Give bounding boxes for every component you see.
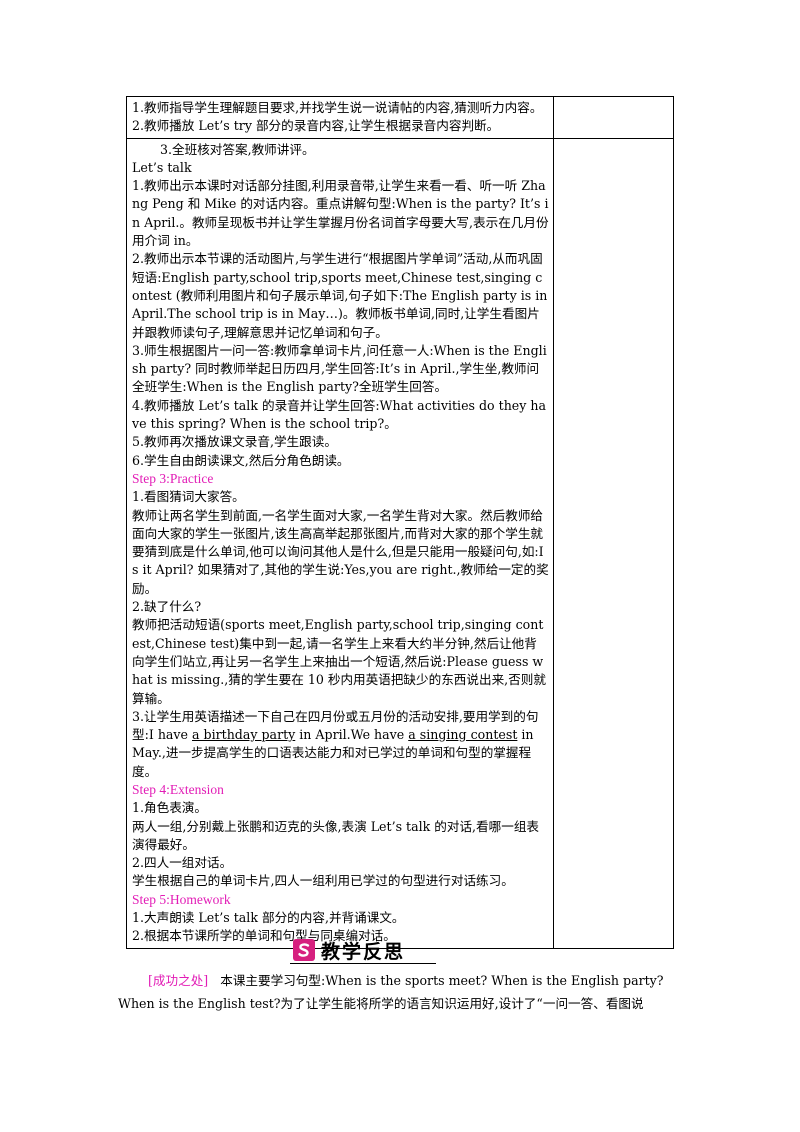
paragraph: 1.教师指导学生理解题目要求,并找学生说一说请帖的内容,猜测听力内容。	[132, 100, 543, 115]
section-label: Let’s talk	[132, 159, 192, 175]
lesson-table: 1.教师指导学生理解题目要求,并找学生说一说请帖的内容,猜测听力内容。 2.教师…	[126, 96, 674, 949]
step-heading: Step 5:Homework	[132, 891, 231, 907]
notes-cell	[553, 96, 674, 139]
paragraph: 2.缺了什么?	[132, 599, 202, 615]
reflection-heading: 教学反思	[293, 935, 405, 965]
reflection-paragraph-line: When is the English test?为了让学生能将所学的语言知识运…	[118, 995, 684, 1013]
paragraph: 两人一组,分别戴上张鹏和迈克的头像,表演 Let’s talk 的对话,看哪一组…	[132, 818, 540, 852]
reflection-paragraph-line: [成功之处] 本课主要学习句型:When is the sports meet?…	[148, 972, 714, 990]
paragraph: 教师把活动短语(sports meet,English party,school…	[132, 617, 546, 706]
paragraph: 学生根据自己的单词卡片,四人一组利用已学过的句型进行对话练习。	[132, 873, 514, 889]
paragraph: 1.大声朗读 Let’s talk 部分的内容,并背诵课文。	[132, 910, 405, 926]
text-run: in May.,进一步提高学生的口语表达能力和对已学过的单词和句型的掌握程度。	[132, 727, 534, 779]
content-cell: 1.教师指导学生理解题目要求,并找学生说一说请帖的内容,猜测听力内容。 2.教师…	[126, 96, 554, 139]
paragraph: 1.教师出示本课时对话部分挂图,利用录音带,让学生来看一看、听一听 Zhang …	[132, 178, 549, 249]
paragraph: 教师让两名学生到前面,一名学生面对大家,一名学生背对大家。然后教师给面向大家的学…	[132, 507, 549, 596]
text-run: 本课主要学习句型:When is the sports meet? When i…	[220, 973, 664, 988]
underlined-phrase: a birthday party	[192, 727, 296, 743]
step-heading: Step 4:Extension	[132, 781, 224, 797]
paragraph: 4.教师播放 Let’s talk 的录音并让学生回答:What activit…	[132, 397, 546, 432]
paragraph: 2.根据本节课所学的单词和句型与同桌编对话。	[132, 928, 396, 944]
paragraph: 1.角色表演。	[132, 800, 207, 816]
table-row: 1.教师指导学生理解题目要求,并找学生说一说请帖的内容,猜测听力内容。 2.教师…	[126, 96, 674, 139]
step-heading: Step 3:Practice	[132, 470, 214, 486]
reflection-logo-icon	[293, 939, 315, 961]
paragraph: 2.四人一组对话。	[132, 855, 233, 871]
text-run: When is the English test?为了让学生能将所学的语言知识运…	[118, 996, 644, 1011]
success-tag: [成功之处]	[148, 973, 209, 988]
text-run: 3.让学生用英语描述一下自己在四月份或五月份的活动安排,要用学到的句型:I ha…	[132, 708, 539, 743]
paragraph: 2.教师播放 Let’s try 部分的录音内容,让学生根据录音内容判断。	[132, 118, 500, 134]
table-row: 3.全班核对答案,教师讲评。 Let’s talk 1.教师出示本课时对话部分挂…	[126, 137, 674, 949]
text-run: in April.We have	[295, 727, 409, 743]
underlined-phrase: a singing contest	[408, 727, 518, 743]
content-cell: 3.全班核对答案,教师讲评。 Let’s talk 1.教师出示本课时对话部分挂…	[126, 137, 554, 949]
notes-cell	[553, 137, 674, 949]
heading-underline	[290, 963, 436, 964]
reflection-title: 教学反思	[321, 940, 406, 963]
paragraph: 3.让学生用英语描述一下自己在四月份或五月份的活动安排,要用学到的句型:I ha…	[132, 708, 549, 781]
paragraph: 3.全班核对答案,教师讲评。	[160, 141, 315, 157]
paragraph: 2.教师出示本节课的活动图片,与学生进行“根据图片学单词”活动,从而巩固短语:E…	[132, 251, 548, 340]
paragraph: 5.教师再次播放课文录音,学生跟读。	[132, 434, 337, 450]
paragraph: 6.学生自由朗读课文,然后分角色朗读。	[132, 452, 350, 468]
paragraph: 3.师生根据图片一问一答:教师拿单词卡片,问任意一人:When is the E…	[132, 342, 547, 395]
paragraph: 1.看图猜词大家答。	[132, 489, 245, 505]
